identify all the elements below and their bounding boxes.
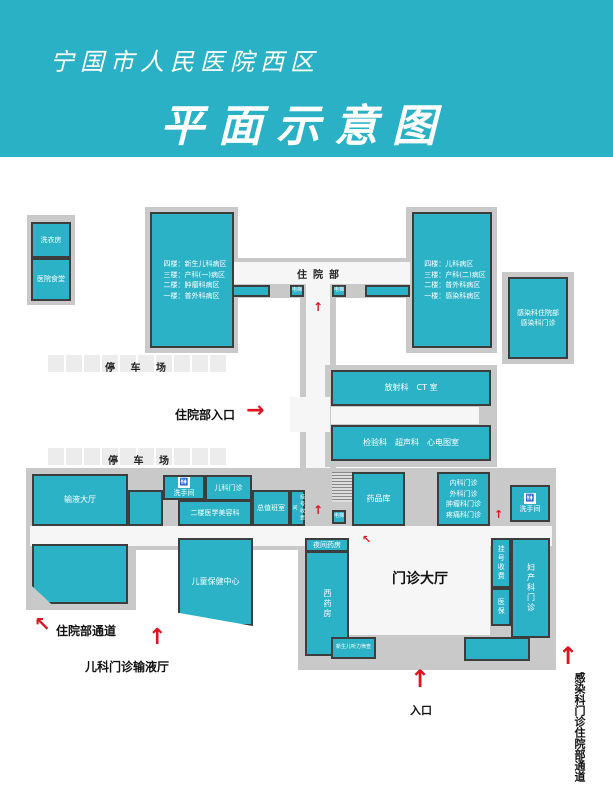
arrow-up-icon: ↑ — [410, 665, 431, 693]
room-duty: 总值班室 — [252, 490, 290, 526]
arrow-up-left-icon: ↖ — [34, 612, 51, 636]
entrance-label: 入口 — [410, 704, 432, 717]
room-drug-store: 药品库 — [352, 472, 405, 526]
arrow-right-icon: → — [246, 398, 265, 423]
infection-passage-label: 感染科门诊住院部通道 — [573, 672, 586, 782]
outpatient-hall-label: 门诊大厅 — [392, 571, 448, 587]
arrow-up-icon: ↑ — [148, 625, 167, 650]
arrow-up-icon: ↑ — [558, 642, 579, 670]
room-pediatric-clinic: 儿科门诊 — [205, 475, 252, 501]
room-cosmetic: 二楼医学美容科 — [178, 500, 252, 526]
restroom-icon: 🚻 — [177, 477, 191, 488]
outpatient-clinics: 内科门诊外科门诊肿瘤科门诊疼痛科门诊 — [437, 472, 490, 526]
room-child-health-center: 儿童保健中心 — [178, 538, 253, 626]
inpatient-label: 住院部 — [297, 270, 345, 281]
restroom-right: 🚻洗手间 — [510, 485, 550, 522]
pediatric-infusion-label: 儿科门诊输液厅 — [85, 660, 170, 674]
room-radiology-ct: 放射科 CT 室 — [331, 370, 491, 406]
parking-label: 停 车 场 — [108, 456, 175, 467]
header-banner: 宁国市人民医院西区 平面示意图 — [0, 0, 613, 157]
room-insurance: 医保 — [491, 588, 511, 626]
room-night-pharmacy: 夜间药房 — [305, 538, 349, 552]
inpatient-entrance-label: 住院部入口 — [175, 408, 236, 422]
arrow-up-icon: ↑ — [494, 508, 504, 521]
room-register: 挂号收费 — [491, 538, 511, 588]
right-ward-wing: 四楼：儿科病区三楼：产科(二)病区二楼：普外科病区一楼：感染科病区 — [412, 212, 492, 348]
parking-row-2 — [48, 448, 226, 465]
restroom-icon: 🚻 — [523, 493, 537, 504]
left-ward-wing: 四楼：新生儿科病区三楼：产科(一)病区二楼：肿瘤科病区一楼：普外科病区 — [150, 212, 234, 348]
elevator-left: 电梯 — [290, 285, 304, 297]
inpatient-passage-label: 住院部通道 — [56, 624, 117, 638]
room-lab-ultrasound-ecg: 检验科 超声科 心电图室 — [331, 425, 491, 461]
arrow-up-icon: ↑ — [313, 300, 324, 314]
parking-label: 停 车 场 — [105, 363, 172, 374]
room-newborn-hearing: 新生儿听力筛查 — [331, 637, 376, 659]
restroom-left: 🚻洗手间 — [163, 475, 205, 500]
room-obgyn: 妇产科门诊 — [511, 538, 550, 638]
elevator-right: 电梯 — [332, 285, 346, 297]
elevator-hall: 电梯 — [332, 510, 346, 524]
room-canteen: 医院食堂 — [31, 258, 71, 301]
infection-department: 感染科住院部感染科门诊 — [508, 277, 568, 359]
hospital-name: 宁国市人民医院西区 — [50, 48, 320, 76]
arrow-up-left-icon: ↖ — [362, 533, 372, 546]
stairs — [332, 472, 352, 502]
room-laundry: 洗衣房 — [31, 222, 71, 258]
parking-row-1 — [48, 355, 226, 372]
page-title: 平面示意图 — [160, 101, 450, 152]
arrow-up-icon: ↑ — [313, 503, 324, 517]
room-infusion-hall: 输液大厅 — [32, 474, 128, 526]
room-register-small: 挂号收费间 — [290, 490, 305, 526]
